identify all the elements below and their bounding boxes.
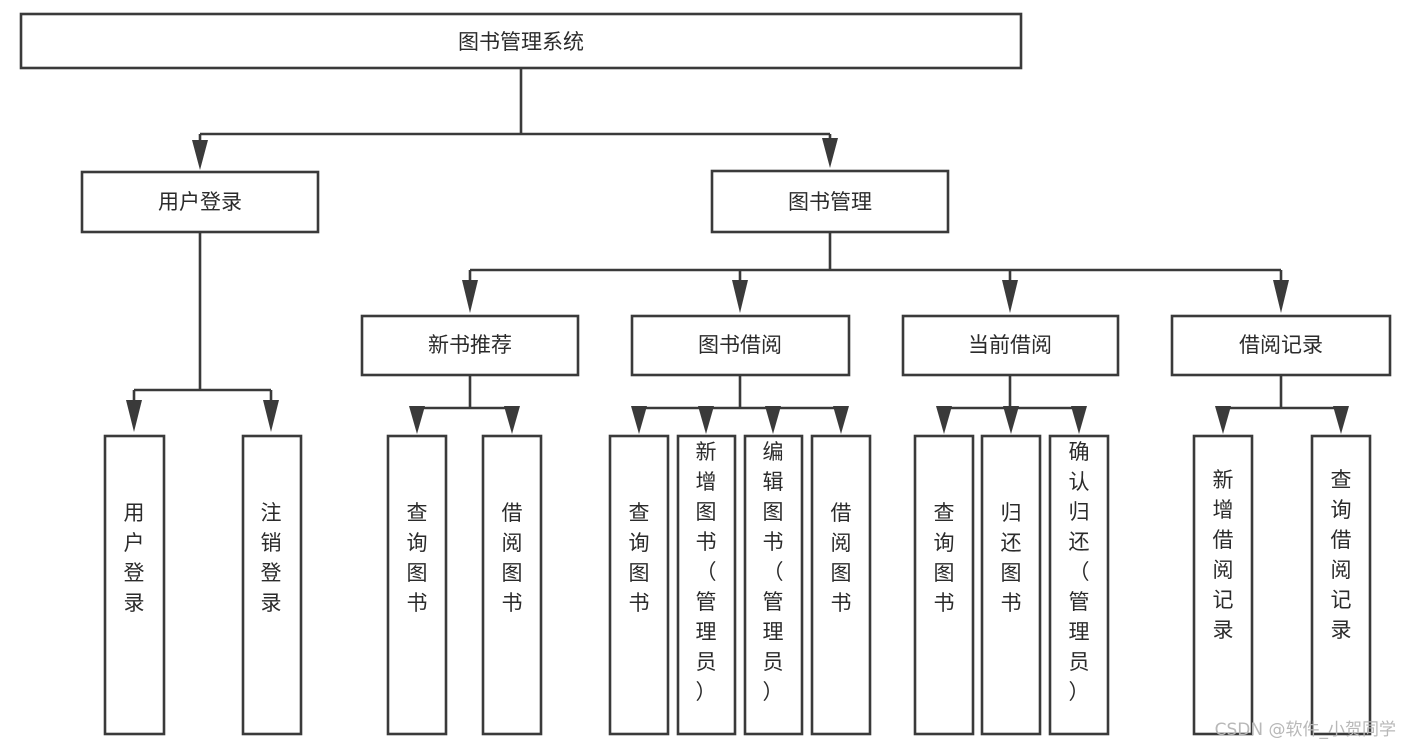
node-leaf-add-book[interactable]: 新增图书（管理员） <box>676 434 737 736</box>
new-book-rec-label: 新书推荐 <box>428 333 512 357</box>
root-label: 图书管理系统 <box>458 30 584 54</box>
node-leaf-borrow-book-1[interactable]: 借阅图书 <box>481 434 543 736</box>
arrow-to-leaf-add-record <box>1215 406 1231 434</box>
leaf-return-book-box[interactable] <box>980 434 1042 736</box>
arrow-to-leaf-query-book-1 <box>409 406 425 434</box>
node-leaf-query-record[interactable]: 查询借阅记录 <box>1310 434 1372 736</box>
leaf-query-book-1-box[interactable] <box>386 434 448 736</box>
leaf-query-book-3-label: 查询图书 <box>934 501 955 615</box>
arrow-to-leaf-query-book-3 <box>936 406 952 434</box>
arrow-to-leaf-add-book <box>698 406 714 434</box>
current-borrow-label: 当前借阅 <box>968 333 1052 357</box>
node-book-borrow[interactable]: 图书借阅 <box>630 314 851 377</box>
arrow-to-book-borrow <box>732 280 748 313</box>
leaf-query-book-2-label: 查询图书 <box>629 501 650 615</box>
user-login-box[interactable] <box>80 170 320 234</box>
node-borrow-record[interactable]: 借阅记录 <box>1170 314 1392 377</box>
leaf-user-login-box[interactable] <box>103 434 166 736</box>
leaf-query-book-3-box[interactable] <box>913 434 975 736</box>
node-leaf-query-book-3[interactable]: 查询图书 <box>913 434 975 736</box>
user-login-label: 用户登录 <box>158 190 242 214</box>
leaf-query-book-2-box[interactable] <box>608 434 670 736</box>
book-manage-label: 图书管理 <box>788 190 872 214</box>
arrow-to-leaf-logout <box>263 400 279 432</box>
leaf-query-book-1-label: 查询图书 <box>407 501 428 615</box>
node-leaf-logout[interactable]: 注销登录 <box>241 434 303 736</box>
leaf-confirm-return-label: 确认归还（管理员） <box>1069 440 1090 704</box>
arrow-to-leaf-borrow-book-2 <box>833 406 849 434</box>
arrow-to-new-book-rec <box>462 280 478 313</box>
arrow-to-user-login <box>192 140 208 170</box>
node-root[interactable]: 图书管理系统 <box>19 12 1023 70</box>
leaf-logout-label: 注销登录 <box>261 501 282 615</box>
arrow-to-leaf-return-book <box>1003 406 1019 434</box>
arrow-to-current-borrow <box>1002 280 1018 313</box>
node-user-login[interactable]: 用户登录 <box>80 170 320 234</box>
book-manage-box[interactable] <box>710 169 950 234</box>
node-leaf-borrow-book-2[interactable]: 借阅图书 <box>810 434 872 736</box>
leaf-return-book-label: 归还图书 <box>1001 501 1022 615</box>
arrow-to-leaf-query-record <box>1333 406 1349 434</box>
leaf-edit-book-box[interactable] <box>743 434 804 736</box>
arrow-to-borrow-record <box>1273 280 1289 313</box>
arrow-to-book-manage <box>822 138 838 168</box>
node-leaf-edit-book[interactable]: 编辑图书（管理员） <box>743 434 804 736</box>
node-current-borrow[interactable]: 当前借阅 <box>901 314 1120 377</box>
leaf-query-record-label: 查询借阅记录 <box>1331 468 1352 642</box>
node-leaf-query-book-1[interactable]: 查询图书 <box>386 434 448 736</box>
arrow-to-leaf-query-book-2 <box>631 406 647 434</box>
arrow-to-leaf-borrow-book-1 <box>504 406 520 434</box>
leaf-add-book-box[interactable] <box>676 434 737 736</box>
leaf-borrow-book-2-label: 借阅图书 <box>831 501 852 615</box>
leaf-query-record-box[interactable] <box>1310 434 1372 736</box>
node-leaf-return-book[interactable]: 归还图书 <box>980 434 1042 736</box>
node-new-book-rec[interactable]: 新书推荐 <box>360 314 580 377</box>
node-leaf-user-login[interactable]: 用户登录 <box>103 434 166 736</box>
borrow-record-box[interactable] <box>1170 314 1392 377</box>
leaf-add-record-label: 新增借阅记录 <box>1213 468 1234 642</box>
arrow-to-leaf-user-login <box>126 400 142 432</box>
root-box[interactable] <box>19 12 1023 70</box>
leaf-confirm-return-box[interactable] <box>1048 434 1110 736</box>
arrow-to-leaf-confirm-return <box>1071 406 1087 434</box>
leaf-user-login-label: 用户登录 <box>124 501 145 615</box>
leaf-borrow-book-1-box[interactable] <box>481 434 543 736</box>
book-borrow-label: 图书借阅 <box>698 333 782 357</box>
leaf-logout-box[interactable] <box>241 434 303 736</box>
leaf-add-record-box[interactable] <box>1192 434 1254 736</box>
leaf-edit-book-label: 编辑图书（管理员） <box>763 440 784 704</box>
node-leaf-confirm-return[interactable]: 确认归还（管理员） <box>1048 434 1110 736</box>
book-borrow-box[interactable] <box>630 314 851 377</box>
arrow-to-leaf-edit-book <box>765 406 781 434</box>
node-leaf-query-book-2[interactable]: 查询图书 <box>608 434 670 736</box>
new-book-rec-box[interactable] <box>360 314 580 377</box>
leaf-add-book-label: 新增图书（管理员） <box>696 440 717 704</box>
borrow-record-label: 借阅记录 <box>1239 333 1323 357</box>
current-borrow-box[interactable] <box>901 314 1120 377</box>
edges-layer <box>126 69 1349 434</box>
leaf-borrow-book-2-box[interactable] <box>810 434 872 736</box>
node-book-manage[interactable]: 图书管理 <box>710 169 950 234</box>
csdn-watermark: CSDN @软件_小贺同学 <box>1215 720 1396 740</box>
node-leaf-add-record[interactable]: 新增借阅记录 <box>1192 434 1254 736</box>
leaf-borrow-book-1-label: 借阅图书 <box>502 501 523 615</box>
